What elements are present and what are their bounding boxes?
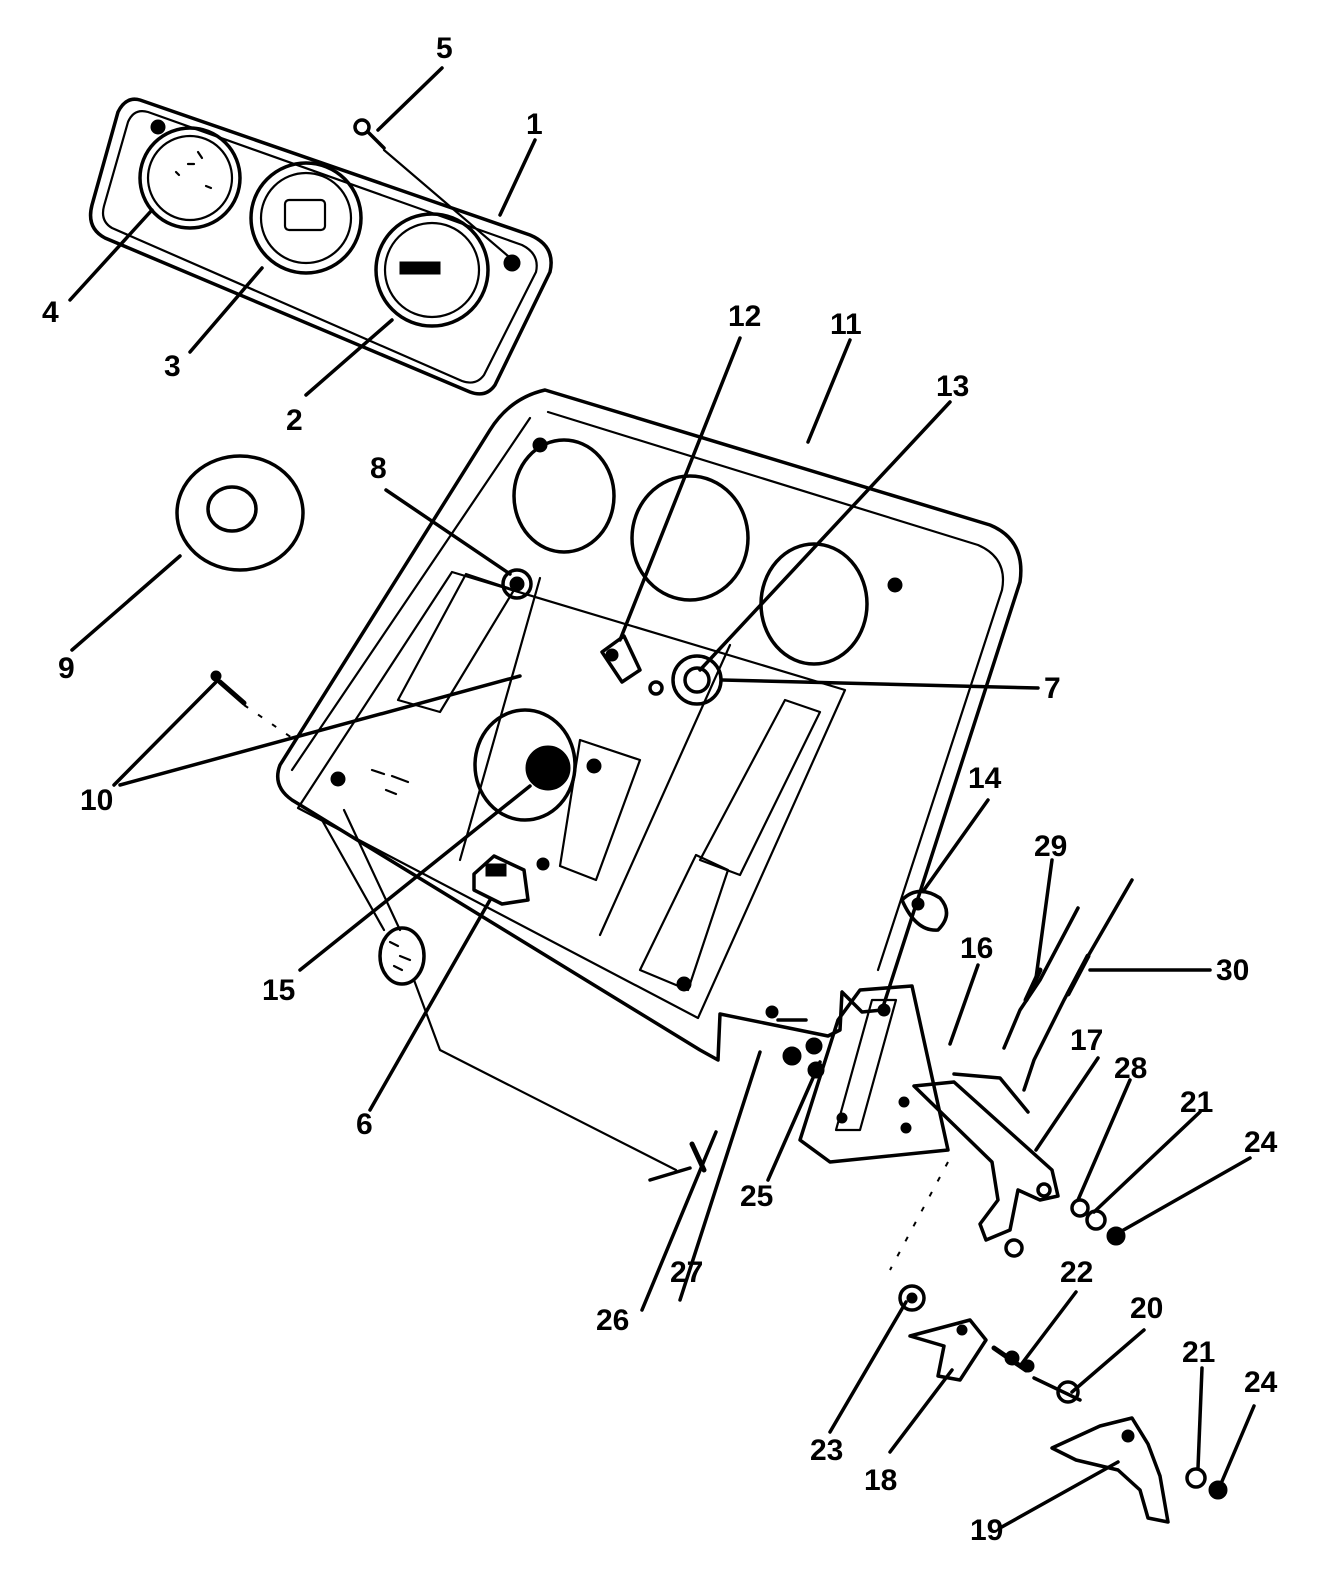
knob-15 bbox=[525, 745, 571, 791]
label-28: 28 bbox=[1114, 1052, 1147, 1085]
label-6: 6 bbox=[356, 1108, 373, 1141]
grommet-9 bbox=[175, 454, 305, 572]
leader-lines bbox=[68, 66, 1256, 1530]
label-4: 4 bbox=[42, 296, 59, 329]
screw-10 bbox=[210, 670, 299, 743]
label-22: 22 bbox=[1060, 1256, 1093, 1289]
clip-6 bbox=[472, 854, 530, 906]
label-7: 7 bbox=[1044, 672, 1061, 705]
washer-stack-lower bbox=[1185, 1467, 1228, 1500]
bolt-8 bbox=[501, 568, 533, 600]
label-8: 8 bbox=[370, 452, 387, 485]
label-2: 2 bbox=[286, 404, 303, 437]
label-30: 30 bbox=[1216, 954, 1249, 987]
label-27: 27 bbox=[670, 1256, 703, 1289]
label-15: 15 bbox=[262, 974, 295, 1007]
label-5: 5 bbox=[436, 32, 453, 65]
cables-29-30 bbox=[1002, 878, 1134, 1092]
gauge-panel bbox=[88, 97, 553, 396]
label-23: 23 bbox=[810, 1434, 843, 1467]
label-26: 26 bbox=[596, 1304, 629, 1337]
label-17: 17 bbox=[1070, 1024, 1103, 1057]
label-13: 13 bbox=[936, 370, 969, 403]
label-21a: 21 bbox=[1180, 1086, 1213, 1119]
label-21b: 21 bbox=[1182, 1336, 1215, 1369]
screw-5 bbox=[353, 118, 510, 258]
bracket-16 bbox=[765, 984, 950, 1164]
label-20: 20 bbox=[1130, 1292, 1163, 1325]
label-9: 9 bbox=[58, 652, 75, 685]
label-29: 29 bbox=[1034, 830, 1067, 863]
washer-23 bbox=[898, 1284, 926, 1312]
instrument-panel bbox=[276, 388, 1023, 1062]
callout-labels: 5 1 4 3 2 12 11 13 8 9 7 10 14 29 16 30 … bbox=[42, 32, 1278, 1547]
label-18: 18 bbox=[864, 1464, 897, 1497]
cam-18 bbox=[908, 1318, 988, 1382]
spring-22 bbox=[991, 1345, 1082, 1404]
label-14: 14 bbox=[968, 762, 1002, 795]
label-12: 12 bbox=[728, 300, 761, 333]
label-16: 16 bbox=[960, 932, 993, 965]
switch-12 bbox=[600, 634, 664, 696]
label-3: 3 bbox=[164, 350, 181, 383]
label-10: 10 bbox=[80, 784, 113, 817]
label-19: 19 bbox=[970, 1514, 1003, 1547]
label-24a: 24 bbox=[1244, 1126, 1278, 1159]
label-24b: 24 bbox=[1244, 1366, 1278, 1399]
latch-19 bbox=[1050, 1416, 1170, 1524]
grommet-14 bbox=[900, 889, 949, 932]
label-1: 1 bbox=[526, 108, 543, 141]
lever-17 bbox=[912, 1072, 1060, 1258]
label-11: 11 bbox=[830, 308, 862, 341]
label-25: 25 bbox=[740, 1180, 773, 1213]
